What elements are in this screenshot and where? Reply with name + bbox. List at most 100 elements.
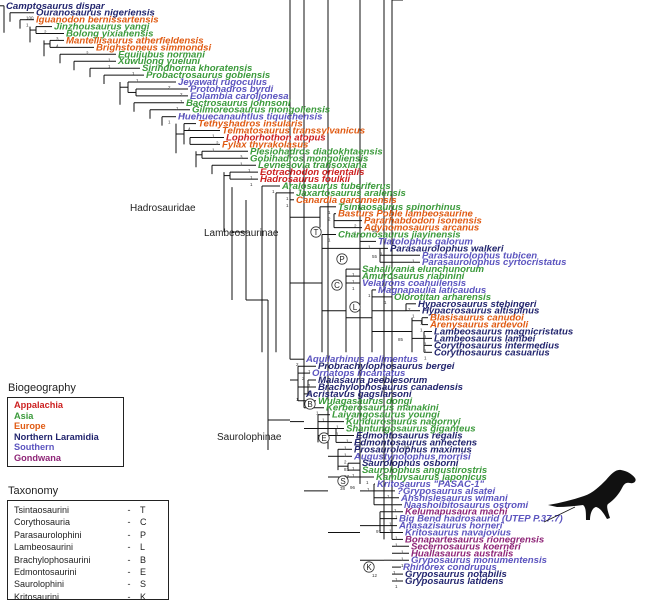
taxon-label: Magnapaulia laticaudus (378, 285, 486, 296)
taxon-label: Corythosaurus intermedius (434, 340, 559, 351)
taxon-label: Ahshislesaurus wimani (400, 493, 508, 504)
taxon-label: Huallasaurus australis (411, 548, 513, 559)
support-value: 1 (308, 390, 311, 395)
support-value: 1 (240, 161, 243, 166)
taxonomy-row: Tsintaosaurini-T (14, 504, 147, 516)
support-value: 2 (216, 141, 219, 146)
hadrosaur-silhouette-icon (548, 469, 636, 520)
support-value: 1 (328, 238, 331, 243)
taxon-label: Saurolophus osborni (362, 458, 459, 469)
taxon-label: Laiyangosaurus youngi (332, 410, 440, 421)
clade-marker-letter: B (307, 400, 312, 409)
taxon-label: Pararhabdodon isonensis (364, 216, 482, 227)
taxon-label: Lophorhothon atopus (226, 133, 326, 144)
support-value: 1 (412, 265, 415, 270)
support-value: 1 (395, 584, 398, 589)
taxon-label: Huehuecanauhtlus tiquichensis (178, 112, 322, 123)
support-value: 1 (316, 411, 319, 416)
support-value: 1 (395, 542, 398, 547)
taxon-label: Mantellisaurus atherfieldensis (66, 35, 204, 46)
support-value: 1 (368, 293, 371, 298)
clade-marker-letter: L (353, 303, 358, 312)
legend-region: Gondwana (14, 452, 61, 463)
support-value: 1 (401, 556, 404, 561)
support-value: 12 (372, 573, 378, 578)
taxonomy-dash: - (127, 579, 131, 590)
taxon-label: Tsintaosaurus spinorhinus (338, 202, 461, 213)
support-value: 1 (212, 134, 215, 139)
taxon-label: Aquilarhinus palimentus (305, 354, 418, 365)
taxon-label: Equijubus normani (118, 49, 205, 60)
support-value: 2 (344, 459, 347, 464)
taxon-label: Lambeosaurus lambei (434, 333, 536, 344)
taxon-label: Hadrosaurus foulkii (260, 174, 350, 185)
support-value: 1 (26, 23, 29, 28)
taxon-label: Ornatops incantatus (312, 368, 405, 379)
taxon-label: Parasaurolophus tubicen (422, 250, 537, 261)
taxonomy-row: Kritosaurini-K (14, 591, 147, 600)
support-value: 1 (322, 418, 325, 423)
taxonomy-code: B (140, 554, 147, 565)
support-value: 96 (350, 485, 356, 490)
support-value: 1 (308, 383, 311, 388)
support-value: 1 (387, 494, 390, 499)
support-value: 1 (250, 182, 253, 187)
support-value: 1 (352, 466, 355, 471)
taxon-label: Kamuysaurus japonicus (376, 472, 487, 483)
taxonomy-name: Parasaurolophini (14, 529, 82, 540)
taxon-label: Big Bend hadrosaurid (UTEP P.37.7) (399, 514, 563, 525)
taxon-label: Rhinorex condrupus (403, 562, 497, 573)
taxon-label: Xuwulong yueluni (117, 56, 200, 67)
taxonomy-title: Taxonomy (8, 485, 59, 497)
taxon-label: Corythosaurus casuarius (434, 347, 550, 358)
taxon-label: Jeyawati rugoculus (178, 77, 267, 88)
taxonomy-code: C (140, 517, 147, 528)
taxon-label: Plesiohadros diadokhtaensis (250, 146, 383, 157)
support-value: 1 (176, 106, 179, 111)
support-value: 1 (182, 113, 185, 118)
support-value: 4 (188, 127, 191, 132)
support-value: 97 (344, 474, 350, 479)
legend-region: Northern Laramidia (14, 431, 99, 442)
taxonomy-code: T (140, 505, 146, 515)
taxon-label: Edmontosaurus annectens (354, 437, 477, 448)
hadrosauridae-label: Hadrosauridae (130, 203, 196, 214)
clade-marker-circle (331, 279, 343, 291)
support-value: 1 (346, 439, 349, 444)
support-value: 2 (168, 85, 171, 90)
taxon-label: Lambeosaurus magnicristatus (434, 327, 573, 338)
support-value: 3 (240, 154, 243, 159)
taxon-label: Gryposaurus monumentensis (411, 555, 547, 566)
taxon-label: Eolambia caroljonesa (190, 91, 289, 102)
legend-region: Southern (14, 442, 55, 453)
taxon-label: Blasisaurus canudoi (430, 313, 524, 324)
taxon-label: Telmatosaurus transsylvanicus (222, 126, 365, 137)
taxon-label: Augustynolophus morrisi (353, 451, 471, 462)
taxon-label: Brighstoneus simmondsi (96, 42, 211, 53)
taxon-label: Arenysaurus ardevoli (429, 320, 528, 331)
taxon-label: Gilmoreosaurus mongoliensis (192, 105, 330, 116)
taxon-label: Basturs Poble lambeosaurine (338, 209, 474, 220)
biogeography-title: Biogeography (8, 382, 76, 394)
support-value: 1 (367, 487, 370, 492)
taxon-label: Naashoibitosaurus ostromi (404, 500, 529, 511)
silhouette-pointer (543, 506, 576, 523)
support-value: 2 (354, 224, 357, 229)
support-value: 85 (398, 337, 404, 342)
taxon-label: Kundurosaurus nagornyi (346, 417, 461, 428)
taxonomy-dash: - (127, 542, 131, 553)
taxonomy-code: K (140, 591, 147, 600)
taxonomy-row: Parasaurolophini-P (14, 529, 147, 541)
taxonomy-name: Brachylophosaurini (14, 554, 91, 565)
taxon-label: Velafrons coahuilensis (362, 278, 466, 289)
clade-marker-letter: E (321, 434, 326, 443)
support-value: 1 (420, 328, 423, 333)
taxon-label: Ouranosaurus nigeriensis (36, 8, 155, 19)
taxonomy-name: Tsintaosaurini (14, 505, 70, 515)
taxon-label: Probactrosaurus gobiensis (146, 70, 270, 81)
taxonomy-row: Brachylophosaurini-B (14, 554, 147, 566)
